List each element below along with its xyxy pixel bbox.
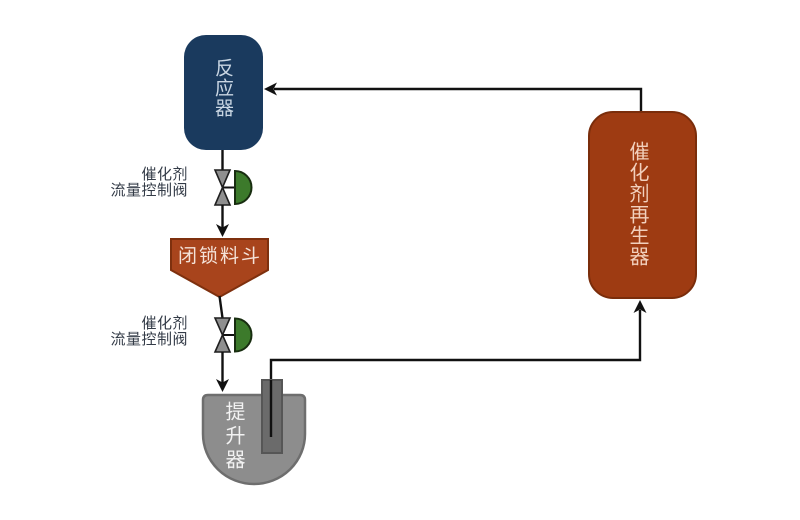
regenerator-label: 催化剂再生器 <box>626 141 650 267</box>
regenerator-vessel <box>588 111 697 299</box>
reactor-label: 反应器 <box>211 58 234 118</box>
valve-body-top-triangle <box>213 317 232 337</box>
lower-valve-label: 催化剂 流量控制阀 <box>110 314 188 348</box>
lock-hopper-vessel <box>170 238 269 299</box>
arrowhead-into-riser <box>216 379 229 392</box>
valve-body-bottom-triangle <box>213 333 232 353</box>
pipe-regenerator-to-reactor <box>274 87 643 112</box>
lower-control-valve <box>213 317 253 353</box>
pipe-hopper-to-lower-valve <box>218 295 224 319</box>
upper-valve-label: 催化剂 流量控制阀 <box>110 165 188 199</box>
riser-label: 提升器 <box>222 401 246 473</box>
riser-vessel <box>201 393 307 486</box>
lock-hopper-label: 闭锁料斗 <box>177 245 262 267</box>
valve-actuator-semicircle <box>234 169 253 206</box>
arrowhead-into-hopper <box>216 224 229 237</box>
valve-actuator-semicircle <box>234 317 253 353</box>
valve-body-bottom-triangle <box>213 185 232 206</box>
reactor-vessel <box>184 35 263 150</box>
upper-control-valve <box>213 169 253 206</box>
pipe-riser-to-regenerator <box>269 310 642 437</box>
arrowhead-into-regenerator <box>633 300 647 313</box>
valve-body-top-triangle <box>213 169 232 190</box>
arrowhead-into-reactor <box>264 82 277 96</box>
